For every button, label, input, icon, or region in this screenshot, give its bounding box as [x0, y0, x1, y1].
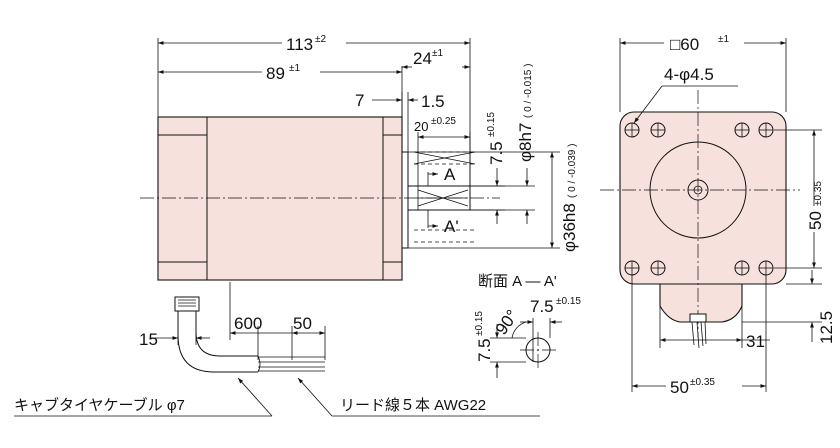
leads-callout: リード線５本 AWG22 — [340, 397, 486, 414]
section-title: 断面 A — A' — [478, 273, 557, 290]
flat-length-tol: ±0.25 — [431, 116, 456, 127]
flange-size-tol: ±1 — [718, 34, 729, 45]
side-view: 113 ±2 89 ±1 24 ±1 7 1.5 20 ±0.25 — [139, 34, 579, 373]
hole-pitch-h-tol: ±0.35 — [690, 377, 715, 388]
section-flat-width: 7.5 — [530, 297, 554, 316]
flat-depth-value: 7.5 — [487, 141, 506, 165]
front-view: □60 ±1 4-φ4.5 50 ±0.35 12.5 31 50 ±0.35 — [600, 34, 836, 397]
holes-label: 4-φ4.5 — [664, 65, 714, 84]
body-length-tol: ±1 — [289, 63, 300, 74]
flange-size-value: □60 — [670, 35, 699, 54]
pilot-thickness-value: 1.5 — [421, 92, 445, 111]
section-flat-height: 7.5 — [475, 338, 494, 362]
cable-offset-value: 15 — [139, 330, 158, 349]
shaft-length-tol: ±1 — [432, 48, 443, 59]
pilot-dia-tol: ( 0 / -0.039 ) — [567, 144, 578, 198]
shaft-dia-tol: ( 0 / -0.015 ) — [523, 64, 534, 118]
cable — [174, 296, 325, 373]
callouts: キャブタイヤケーブル φ7 リード線５本 AWG22 — [14, 377, 540, 417]
mounting-hole — [624, 122, 774, 276]
section-flat-height-tol: ±0.15 — [474, 311, 485, 336]
boss-height-value: 12.5 — [817, 311, 836, 344]
pilot-dia-value: φ36h8 — [560, 203, 579, 252]
shaft-length-value: 24 — [413, 49, 432, 68]
section-view: 断面 A — A' 90° 7.5 ±0.15 7.5 ±0.15 — [474, 273, 581, 378]
section-marker-a: A — [444, 165, 456, 184]
section-marker-a-prime: A' — [444, 217, 459, 236]
hole-pitch-v-tol: ±0.35 — [813, 181, 824, 206]
pilot-boss — [401, 151, 409, 249]
lower-boss — [659, 283, 743, 323]
section-flat-width-tol: ±0.15 — [556, 296, 581, 307]
flat-length-value: 20 — [414, 119, 428, 134]
overall-length-tol: ±2 — [315, 34, 326, 45]
flange — [619, 111, 787, 285]
boss-width-value: 31 — [746, 332, 765, 351]
shaft-dia-value: φ8h7 — [516, 123, 535, 162]
hole-pitch-h-value: 50 — [670, 378, 689, 397]
cable-length-value: 600 — [234, 314, 262, 333]
section-angle: 90° — [492, 306, 522, 338]
body-length-value: 89 — [266, 64, 285, 83]
motor-body — [157, 116, 403, 281]
cable-callout: キャブタイヤケーブル φ7 — [14, 396, 185, 414]
overall-length-value: 113 — [286, 35, 313, 54]
hole-pitch-v-value: 50 — [806, 211, 825, 230]
pilot-step-value: 7 — [355, 91, 364, 110]
lead-strip-value: 50 — [293, 314, 312, 333]
flat-depth-tol: ±0.15 — [486, 112, 497, 137]
section-cut-box — [413, 151, 476, 165]
